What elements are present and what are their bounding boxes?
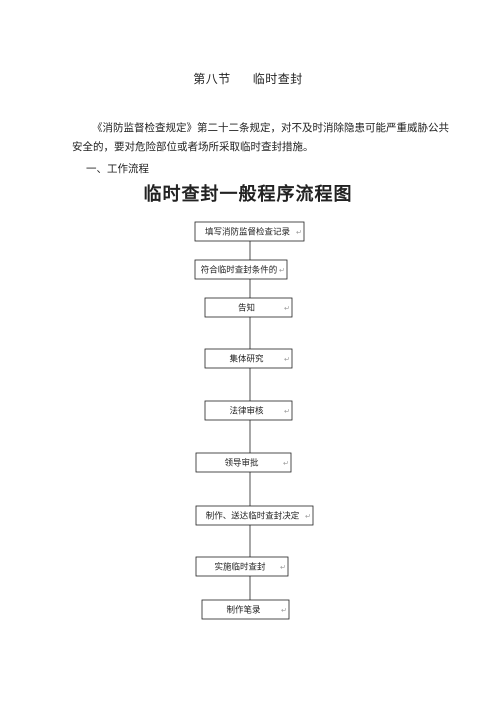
paragraph-mark-icon: ↵ <box>280 564 286 572</box>
paragraph-mark-icon: ↵ <box>284 305 290 313</box>
flow-step-box <box>195 452 292 473</box>
flow-step-label: 法律审核 <box>229 406 264 417</box>
section-heading: 第八节 临时查封 <box>0 70 496 87</box>
paragraph-mark-icon: ↵ <box>281 607 287 615</box>
flow-step-6: 领导审批 ↵ <box>195 452 292 473</box>
paragraph-mark-icon: ↵ <box>284 356 290 364</box>
flow-step-5: 法律审核 ↵ <box>204 400 293 421</box>
paragraph-mark-icon: ↵ <box>283 460 289 468</box>
flow-step-label: 制作笔录 <box>226 605 261 616</box>
flow-step-2: 符合临时查封条件的↵ <box>194 259 288 280</box>
flow-step-7: 制作、送达临时查封决定 ↵ <box>195 505 314 526</box>
flow-step-9: 制作笔录 ↵ <box>201 599 290 620</box>
flow-step-box <box>194 221 305 242</box>
flow-step-label: 领导审批 <box>224 458 259 469</box>
flow-step-box <box>204 400 293 421</box>
flow-step-label: 实施临时查封 <box>214 562 266 573</box>
paragraph-mark-icon: ↵ <box>305 513 311 521</box>
flow-step-box <box>204 297 293 318</box>
flow-step-box <box>201 599 290 620</box>
flowchart-title: 临时查封一般程序流程图 <box>143 184 353 205</box>
flow-step-box <box>195 556 289 577</box>
flow-step-label: 告知 <box>238 303 255 314</box>
flow-step-label: 集体研究 <box>229 354 264 365</box>
flow-step-1: 填写消防监督检查记录 ↵ <box>194 221 305 242</box>
flow-step-label: 制作、送达临时查封决定 <box>206 511 300 522</box>
section-title: 临时查封 <box>252 72 303 86</box>
paragraph-mark-icon: ↵ <box>279 267 285 275</box>
flow-step-3: 告知 ↵ <box>204 297 293 318</box>
paragraph-mark-icon: ↵ <box>296 229 302 237</box>
flow-step-label: 填写消防监督检查记录 <box>205 227 291 238</box>
paragraph-mark-icon: ↵ <box>284 408 290 416</box>
flow-step-box <box>195 505 314 526</box>
flow-step-box <box>194 259 288 280</box>
flow-step-box <box>204 348 293 369</box>
intro-paragraph: 《消防监督检查规定》第二十二条规定，对不及时消除隐患可能严重威胁公共安全的，要对… <box>72 122 449 153</box>
flow-step-8: 实施临时查封 ↵ <box>195 556 289 577</box>
section-number: 第八节 <box>193 72 231 86</box>
subheading-workflow: 一、工作流程 <box>86 163 149 175</box>
flow-step-label: 符合临时查封条件的 <box>201 265 278 276</box>
flow-step-4: 集体研究 ↵ <box>204 348 293 369</box>
